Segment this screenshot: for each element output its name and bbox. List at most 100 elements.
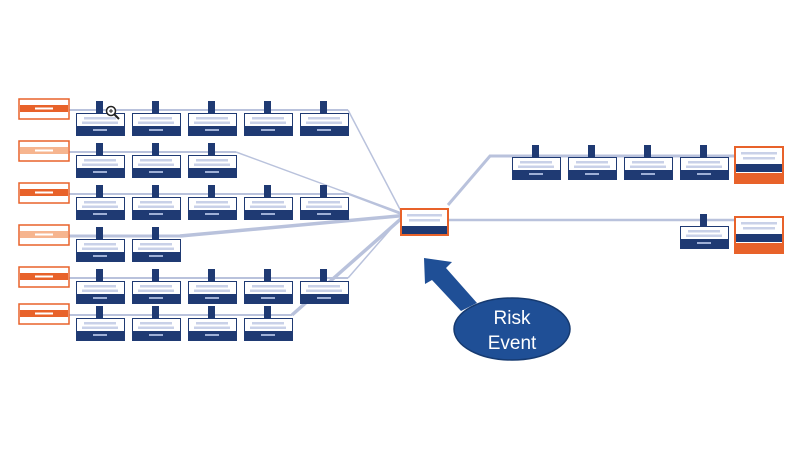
barrier-tab [96, 306, 103, 318]
consequence-box-2 [734, 216, 784, 254]
barrier-footer-line [205, 334, 219, 336]
barrier-node-6-4 [244, 306, 293, 341]
barrier-node-2-2 [132, 143, 181, 178]
barrier-text-line [82, 289, 118, 292]
barrier-tab [264, 101, 271, 113]
barrier-text-line [252, 322, 284, 325]
barrier-footer-line [585, 173, 599, 175]
barrier-text-line [82, 205, 118, 208]
barrier-tab [208, 185, 215, 197]
barrier-node-3-2 [132, 185, 181, 220]
barrier-footer-line [149, 255, 163, 257]
consequence-line-1 [446, 154, 736, 206]
barrier-text-line [194, 121, 230, 124]
barrier-node-5-5 [300, 269, 349, 304]
cause-box-text [35, 149, 53, 152]
barrier-tab [700, 214, 707, 226]
barrier-text-line [82, 326, 118, 329]
barrier-footer-line [261, 297, 275, 299]
barrier-footer-line [697, 242, 711, 244]
barrier-footer-line [317, 297, 331, 299]
barrier-footer-line [93, 129, 107, 131]
barrier-node-5-2 [132, 269, 181, 304]
barrier-text-line [250, 326, 286, 329]
branch-link-2 [235, 151, 402, 214]
barrier-text-line [574, 165, 610, 168]
barrier-text-line [250, 289, 286, 292]
barrier-text-line [688, 161, 720, 164]
barrier-footer-line [93, 213, 107, 215]
barrier-text-line [308, 201, 340, 204]
barrier-text-line [84, 117, 116, 120]
barrier-text-line [576, 161, 608, 164]
barrier-footer-line [205, 213, 219, 215]
barrier-tab [208, 143, 215, 155]
barrier-text-line [140, 322, 172, 325]
barrier-text-line [138, 247, 174, 250]
callout-arrow [424, 258, 477, 311]
barrier-footer-line [641, 173, 655, 175]
barrier-node-6-1 [76, 306, 125, 341]
cause-box-1 [18, 98, 70, 120]
consequence-barrier-2-1 [680, 214, 729, 249]
barrier-node-1-4 [244, 101, 293, 136]
barrier-text-line [84, 322, 116, 325]
consequence-orange-band [736, 173, 782, 182]
barrier-tab [96, 185, 103, 197]
barrier-text-line [194, 326, 230, 329]
callout-line-2: Event [488, 333, 537, 354]
barrier-tab [320, 269, 327, 281]
barrier-text-line [196, 322, 228, 325]
barrier-text-line [630, 165, 666, 168]
barrier-text-line [252, 117, 284, 120]
zoom-in-icon[interactable] [105, 105, 120, 120]
barrier-tab [208, 269, 215, 281]
barrier-text-line [82, 247, 118, 250]
consequence-barrier-1-1 [512, 145, 561, 180]
barrier-text-line [140, 243, 172, 246]
barrier-footer-line [149, 129, 163, 131]
barrier-footer-line [93, 334, 107, 336]
barrier-tab [320, 185, 327, 197]
barrier-node-1-1 [76, 101, 125, 136]
cause-box-6 [18, 303, 70, 325]
barrier-footer-line [205, 297, 219, 299]
cause-box-text [35, 275, 53, 278]
barrier-footer-line [93, 171, 107, 173]
branch-link-3 [347, 193, 402, 215]
barrier-node-3-1 [76, 185, 125, 220]
consequence-text [743, 157, 775, 160]
barrier-node-6-2 [132, 306, 181, 341]
barrier-text-line [306, 121, 342, 124]
barrier-text-line [194, 289, 230, 292]
cause-box-text [35, 107, 53, 110]
barrier-text-line [194, 205, 230, 208]
barrier-tab [644, 145, 651, 157]
diagram-nodes [18, 98, 784, 341]
cause-box-text [35, 191, 53, 194]
barrier-text-line [82, 121, 118, 124]
barrier-tab [700, 145, 707, 157]
barrier-tab [152, 306, 159, 318]
barrier-tab [96, 269, 103, 281]
consequence-text [741, 222, 777, 225]
barrier-footer-line [317, 129, 331, 131]
barrier-text-line [250, 121, 286, 124]
consequence-navy-band [736, 234, 782, 242]
barrier-text-line [196, 159, 228, 162]
barrier-tab [152, 227, 159, 239]
risk-event-band [402, 226, 447, 234]
barrier-tab [152, 269, 159, 281]
barrier-text-line [84, 243, 116, 246]
barrier-node-4-2 [132, 227, 181, 262]
barrier-footer-line [93, 255, 107, 257]
barrier-footer-line [149, 334, 163, 336]
cause-box-3 [18, 182, 70, 204]
callout-line-1: Risk [494, 308, 531, 329]
branch-link-4 [179, 214, 402, 238]
consequence-navy-band [736, 164, 782, 172]
cause-box-4 [18, 224, 70, 246]
barrier-text-line [84, 285, 116, 288]
consequence-barrier-1-4 [680, 145, 729, 180]
barrier-node-2-3 [188, 143, 237, 178]
